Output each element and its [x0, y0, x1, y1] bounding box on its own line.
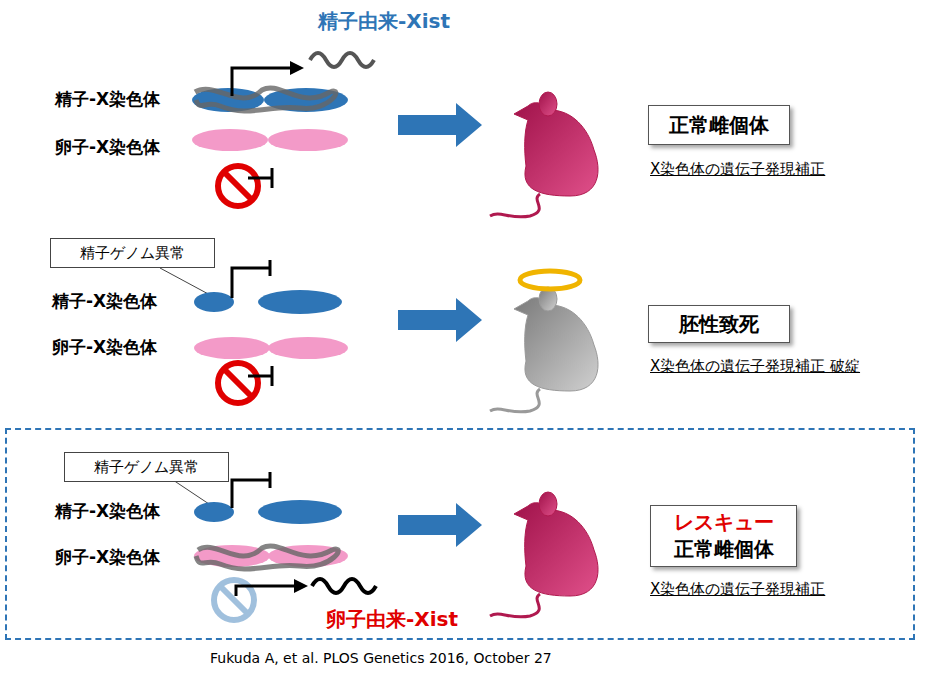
rescue-region: 卵子由来-Xist 精子ゲノム異常レスキュー正常雌個体: [5, 428, 915, 640]
box-text: 正常雌個体: [669, 112, 769, 139]
box-text: 正常雌個体: [674, 536, 774, 563]
chromosome-label: 精子-X染色体: [55, 500, 160, 523]
chromosome-label: 精子-X染色体: [52, 290, 157, 313]
box-text: 胚性致死: [679, 311, 759, 338]
citation-caption: Fukuda A, et al. PLOS Genetics 2016, Oct…: [210, 650, 552, 666]
chromosome-label: 卵子-X染色体: [52, 336, 157, 359]
callout-box: 精子ゲノム異常: [50, 238, 215, 268]
box-text: 精子ゲノム異常: [94, 458, 199, 477]
note-text: X染色体の遺伝子発現補正 破綻: [650, 357, 860, 376]
chromosome-label: 精子-X染色体: [55, 88, 160, 111]
xist-label: 精子由来-Xist: [318, 8, 450, 35]
result-box: レスキュー正常雌個体: [650, 505, 797, 567]
callout-box: 精子ゲノム異常: [64, 452, 229, 482]
result-box: 胚性致死: [648, 305, 790, 343]
note-text: X染色体の遺伝子発現補正: [650, 160, 825, 179]
note-text: X染色体の遺伝子発現補正: [650, 580, 825, 599]
xist-label: 卵子由来-Xist: [324, 606, 460, 633]
chromosome-label: 卵子-X染色体: [55, 546, 160, 569]
box-text: 精子ゲノム異常: [80, 244, 185, 263]
result-box: 正常雌個体: [648, 105, 790, 145]
chromosome-label: 卵子-X染色体: [55, 136, 160, 159]
box-text: レスキュー: [674, 509, 774, 536]
